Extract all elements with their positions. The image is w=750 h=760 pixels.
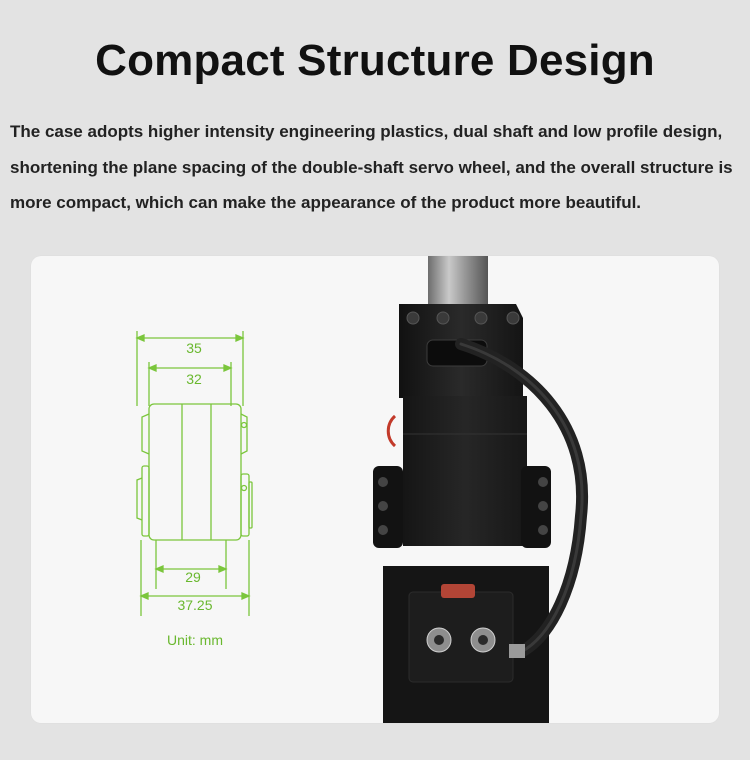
page-title: Compact Structure Design (95, 36, 655, 85)
dimension-top-outer: 35 (186, 340, 202, 356)
dimension-top-inner: 32 (186, 371, 202, 387)
servo-joint-image (373, 256, 589, 723)
dimension-bottom-inner: 29 (185, 569, 201, 585)
unit-label: Unit: mm (167, 632, 223, 648)
description-text: The case adopts higher intensity enginee… (10, 122, 733, 212)
product-card: 35 32 29 37.25 Unit: mm (31, 256, 719, 723)
servo-dimension-drawing (135, 331, 253, 616)
product-illustration: 35 32 29 37.25 Unit: mm (135, 256, 589, 723)
dimension-bottom-outer: 37.25 (177, 597, 212, 613)
